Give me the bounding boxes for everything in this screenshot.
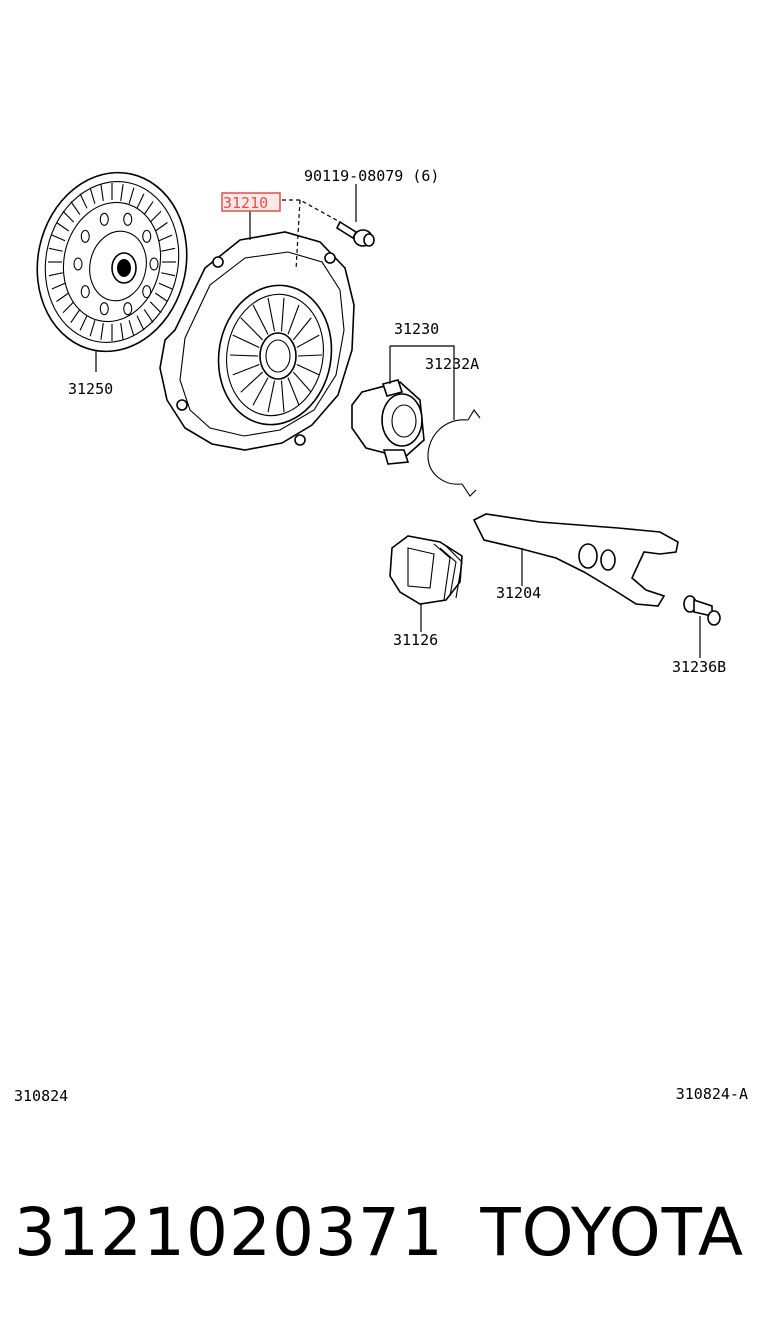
callout-bolt: 90119-08079 (6) xyxy=(304,167,439,185)
callout-clutch-cover: 31210 xyxy=(223,194,268,212)
fork-boot-31126 xyxy=(389,535,463,605)
release-bearing-31230 xyxy=(351,379,425,465)
callout-clutch-disc: 31250 xyxy=(68,380,113,398)
clutch-cover-31210 xyxy=(159,231,355,451)
release-fork-31204 xyxy=(472,513,679,607)
page-ref-left: 310824 xyxy=(14,1087,68,1105)
fork-support-31236B xyxy=(683,595,721,626)
page-ref-right: 310824-A xyxy=(676,1085,748,1103)
callout-hub-clip: 31232A xyxy=(425,355,479,373)
caption-brand: TOYOTA xyxy=(479,1194,744,1271)
callout-fork-boot: 31126 xyxy=(393,631,438,649)
callout-release-bearing: 31230 xyxy=(394,320,439,338)
clutch-disc-31250 xyxy=(36,171,188,353)
caption-part-number: 3121020371 xyxy=(14,1194,444,1271)
callout-fork-support: 31236B xyxy=(672,658,726,676)
bolt-90119-08079 xyxy=(335,220,375,247)
callout-release-fork: 31204 xyxy=(496,584,541,602)
hub-clip-31232A xyxy=(427,409,481,497)
highlight-box xyxy=(221,192,281,212)
